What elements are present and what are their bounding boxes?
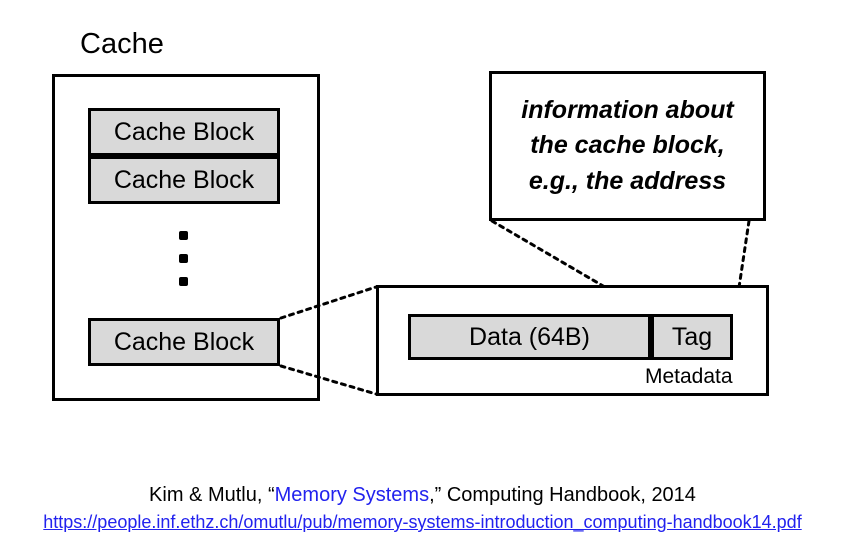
citation-text: Kim & Mutlu, “Memory Systems,” Computing…	[0, 484, 845, 507]
callout-line: the cache block,	[530, 131, 725, 160]
cache-title-label: Cache	[80, 28, 164, 60]
metadata-caption-label: Metadata	[645, 365, 733, 388]
citation-title-link[interactable]: Memory Systems	[274, 484, 430, 506]
citation-url-link[interactable]: https://people.inf.ethz.ch/omutlu/pub/me…	[43, 512, 802, 532]
callout-line: information about	[521, 95, 734, 124]
callout-line: e.g., the address	[528, 166, 727, 195]
data-field-box: Data (64B)	[408, 314, 651, 360]
citation-prefix: Kim & Mutlu, “	[149, 484, 275, 506]
vertical-ellipsis-dot-icon	[179, 231, 188, 240]
cache-block-item-last: Cache Block	[88, 318, 280, 366]
cache-block-item: Cache Block	[88, 156, 280, 204]
vertical-ellipsis-dot-icon	[179, 254, 188, 263]
citation-suffix: ,” Computing Handbook, 2014	[429, 484, 696, 506]
cache-block-item: Cache Block	[88, 108, 280, 156]
vertical-ellipsis-dot-icon	[179, 277, 188, 286]
callout-annotation-box: information about the cache block, e.g.,…	[489, 71, 766, 221]
tag-field-box: Tag	[651, 314, 733, 360]
